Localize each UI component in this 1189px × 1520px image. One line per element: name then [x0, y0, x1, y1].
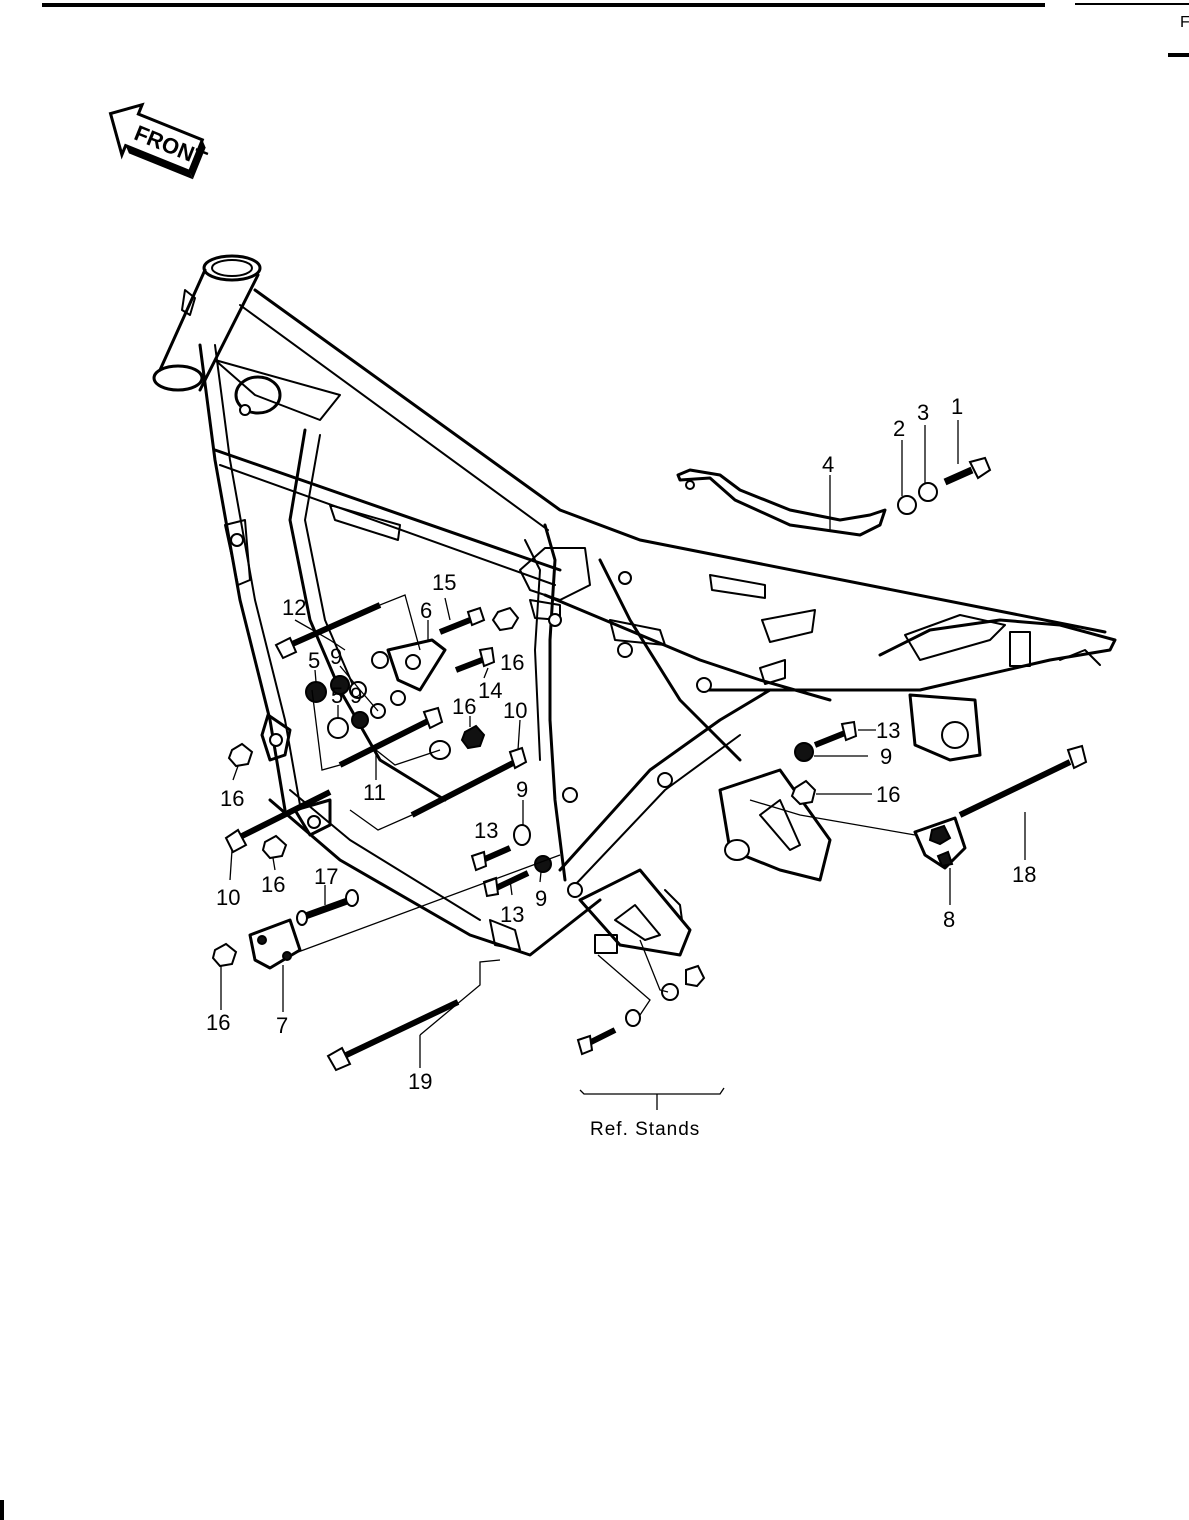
part-13-bolt-a — [470, 845, 512, 872]
callout-2: 2 — [893, 416, 905, 441]
part-16-nut-left — [227, 742, 254, 768]
part-8-bracket — [913, 816, 967, 870]
part-16-nut-left-lower — [261, 834, 288, 860]
callout-9-b: 9 — [350, 683, 362, 708]
page-header-rule — [0, 3, 1189, 1520]
callout-13-c: 13 — [500, 902, 524, 927]
callout-9-c: 9 — [880, 744, 892, 769]
callout-14: 14 — [478, 678, 502, 703]
callout-15: 15 — [432, 570, 456, 595]
part-10-bolt-right — [410, 746, 528, 818]
part-9-washer-a — [330, 675, 350, 695]
part-3-washer — [918, 482, 938, 502]
frame-main — [152, 254, 1117, 957]
part-10-bolt-left — [224, 789, 332, 854]
callout-10-a: 10 — [503, 698, 527, 723]
callout-4: 4 — [822, 452, 834, 477]
part-17-bolt — [296, 889, 359, 926]
callout-17: 17 — [314, 864, 338, 889]
part-1-bolt — [943, 456, 992, 486]
part-6-bracket — [386, 638, 447, 692]
callout-13-b: 13 — [474, 818, 498, 843]
callout-5-a: 5 — [308, 648, 320, 673]
callout-9-d: 9 — [516, 777, 528, 802]
callout-19: 19 — [408, 1069, 432, 1094]
front-arrow-icon: FRONT — [108, 102, 211, 180]
part-2-washer — [897, 495, 917, 515]
callout-16-f: 16 — [206, 1010, 230, 1035]
part-5-nut-a — [305, 681, 327, 703]
callout-6: 6 — [420, 598, 432, 623]
callout-labels: 1 3 2 4 15 12 6 5 9 16 14 5 9 16 10 13 9… — [206, 394, 1036, 1140]
stand-hardware — [576, 964, 706, 1056]
part-7-plate — [248, 918, 302, 970]
callout-5-b: 5 — [331, 683, 343, 708]
corner-page-mark: F — [1180, 14, 1189, 31]
callout-11: 11 — [363, 780, 386, 805]
callout-16-b: 16 — [452, 694, 476, 719]
part-13-bolt-b — [482, 870, 530, 898]
part-16-nut-bottom — [211, 942, 238, 968]
callout-8: 8 — [943, 907, 955, 932]
part-16-nut-mid — [460, 724, 486, 750]
ref-stands-label: Ref. Stands — [590, 1119, 700, 1140]
callout-9-e: 9 — [535, 886, 547, 911]
callout-16-d: 16 — [220, 786, 244, 811]
part-5-nut-b — [327, 717, 349, 739]
part-4-guard-bar — [676, 468, 887, 537]
part-13-bolt-c — [813, 720, 858, 748]
leader-lines — [220, 420, 1026, 1110]
part-15-bolt — [438, 606, 486, 635]
part-12-bolt — [274, 602, 382, 660]
part-19-bolt — [326, 999, 460, 1072]
part-11-stud — [338, 706, 444, 768]
callout-7: 7 — [276, 1013, 288, 1038]
callout-16-e: 16 — [261, 872, 285, 897]
callout-16-c: 16 — [876, 782, 900, 807]
part-16-nut-top — [491, 606, 520, 632]
part-16-nut-right — [790, 779, 817, 806]
callout-3: 3 — [917, 400, 929, 425]
callout-18: 18 — [1012, 862, 1036, 887]
part-9-washer-c — [513, 824, 531, 846]
callout-12: 12 — [282, 595, 306, 620]
part-9-washer-e — [794, 742, 814, 762]
callout-10-b: 10 — [216, 885, 240, 910]
part-18-bolt — [958, 744, 1088, 818]
callout-16-a: 16 — [500, 650, 524, 675]
callout-9-a: 9 — [330, 644, 342, 669]
callout-13-a: 13 — [876, 718, 900, 743]
callout-1: 1 — [951, 394, 963, 419]
part-9-washer-b — [351, 711, 369, 729]
part-14-bolt — [454, 646, 496, 673]
